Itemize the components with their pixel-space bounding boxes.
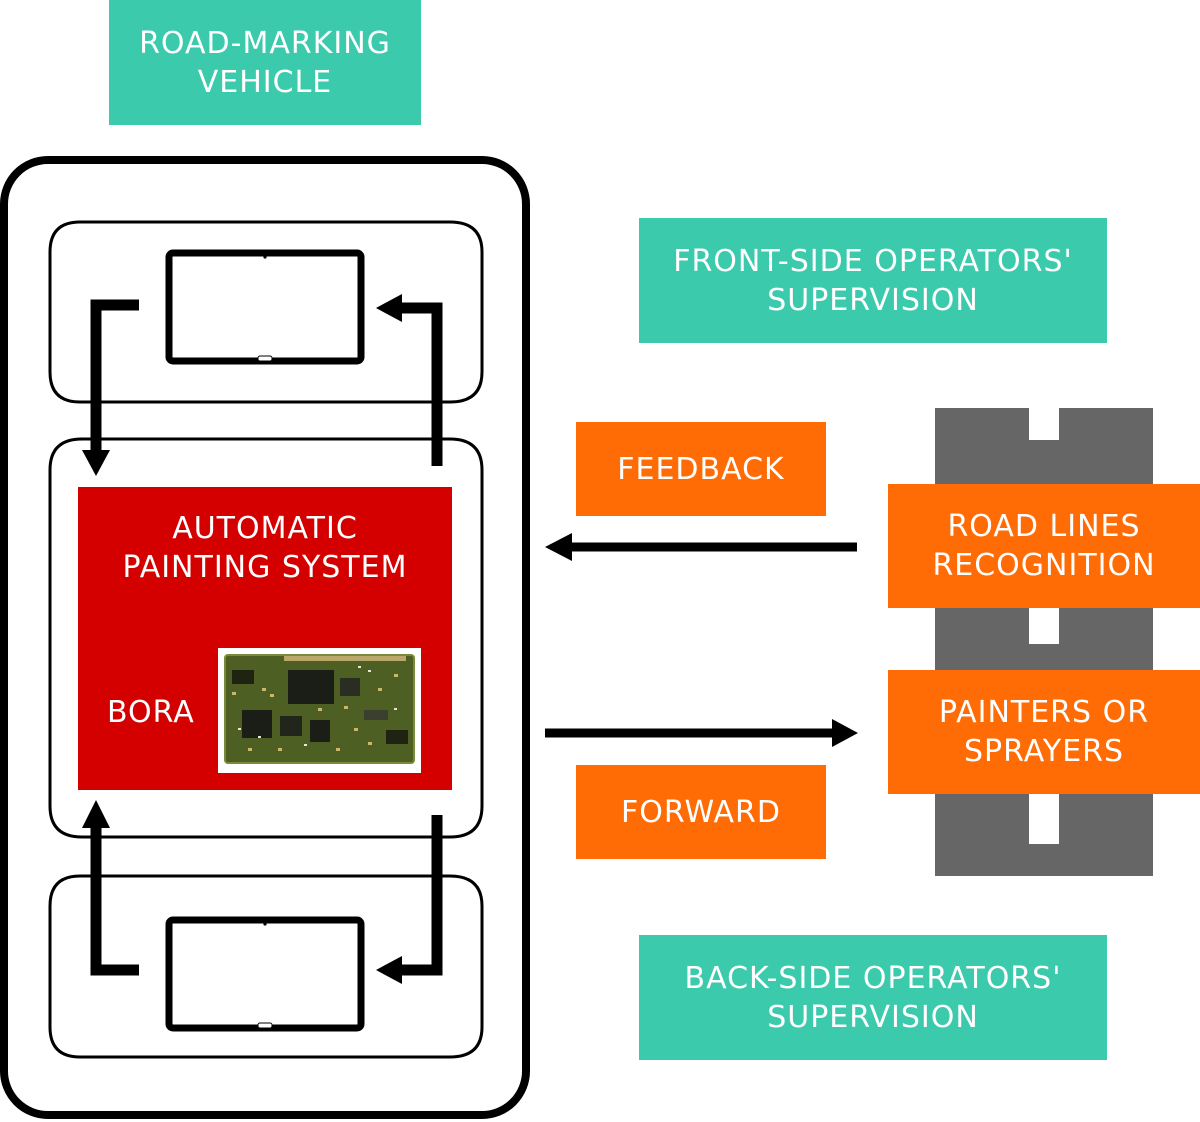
tablet-icon [165,916,365,1032]
back-compartment [48,874,484,1059]
road-lines-line-2: RECOGNITION [932,548,1156,583]
forward-label: FORWARD [576,765,826,859]
tablet-to-system-arrow [82,299,139,476]
front-supervision-label: FRONT-SIDE OPERATORS' SUPERVISION [639,218,1107,343]
front-compartment [48,220,484,404]
feedback-text: FEEDBACK [617,451,785,487]
painters-line-1: PAINTERS OR [938,695,1150,730]
system-to-tablet-arrow [376,294,443,466]
tablet-to-system-arrow [82,800,139,976]
front-supervision-line-2: SUPERVISION [767,282,979,318]
board-drawing [224,654,415,764]
vehicle-label-line-1: ROAD-MARKING [139,25,391,61]
vehicle-label-line-2: VEHICLE [197,64,333,100]
lane-dash [1029,608,1059,644]
lane-dash [1029,794,1059,844]
back-supervision-label: BACK-SIDE OPERATORS' SUPERVISION [639,935,1107,1060]
system-compartment [48,437,484,839]
system-to-tablet-arrow [376,815,443,984]
lane-dash [1029,408,1059,440]
circuit-board-image [218,648,421,773]
road-strip [935,408,1153,876]
painting-system-title: AUTOMATIC PAINTING SYSTEM [78,509,452,593]
painters-line-2: SPRAYERS [963,734,1125,769]
road-lines-line-1: ROAD LINES [947,509,1141,544]
painting-system-line-2: PAINTING SYSTEM [122,550,408,585]
bora-label: BORA [107,695,195,730]
back-supervision-line-1: BACK-SIDE OPERATORS' [684,960,1062,996]
forward-arrow [545,719,858,747]
painters-sprayers-label: PAINTERS OR SPRAYERS [888,670,1200,794]
front-supervision-line-1: FRONT-SIDE OPERATORS' [673,243,1073,279]
vehicle-label: ROAD-MARKING VEHICLE [109,0,421,125]
road-lines-recognition-label: ROAD LINES RECOGNITION [888,484,1200,608]
automatic-painting-system: AUTOMATIC PAINTING SYSTEM BORA [78,487,452,790]
painting-system-line-1: AUTOMATIC [172,511,358,546]
feedback-arrow [545,533,857,561]
back-supervision-line-2: SUPERVISION [767,999,979,1035]
feedback-label: FEEDBACK [576,422,826,516]
vehicle-frame [0,156,530,1119]
tablet-icon [165,249,365,365]
forward-text: FORWARD [621,794,781,830]
